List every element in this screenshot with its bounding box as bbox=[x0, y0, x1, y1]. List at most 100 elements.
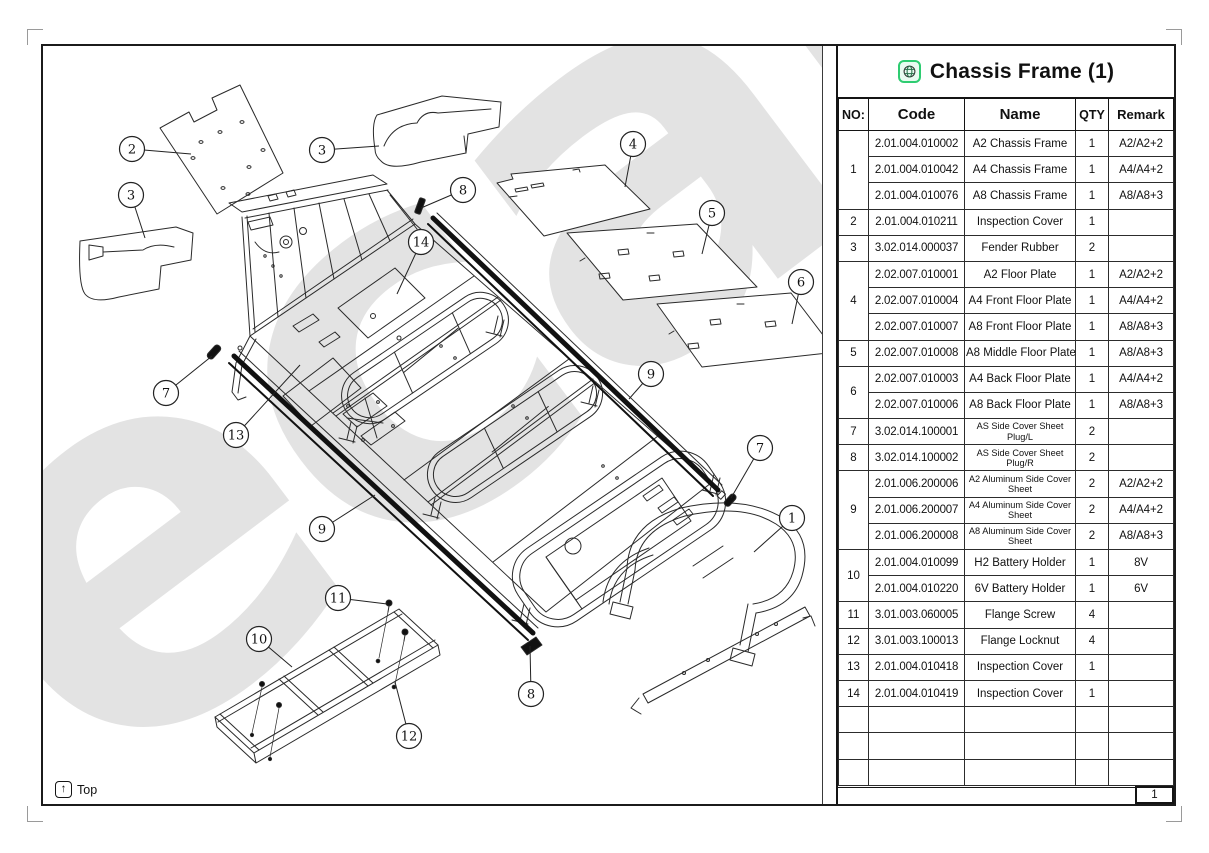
cell-qty: 2 bbox=[1075, 234, 1109, 262]
cell-qty: 1 bbox=[1075, 679, 1109, 708]
cell-name: A4 Back Floor Plate bbox=[964, 365, 1076, 393]
cell-no: 12 bbox=[838, 627, 869, 655]
empty-row bbox=[838, 758, 1174, 786]
cell-remark bbox=[1108, 627, 1174, 655]
cell-code: 3.02.014.000037 bbox=[868, 234, 965, 262]
cell-name: A2 Aluminum Side Cover Sheet bbox=[964, 470, 1076, 498]
cell-empty bbox=[838, 706, 869, 734]
callout-3: 3 bbox=[308, 136, 380, 164]
cell-no: 8 bbox=[838, 444, 869, 472]
cell-remark: A2/A2+2 bbox=[1108, 129, 1174, 158]
callout-5: 5 bbox=[698, 199, 726, 255]
table-footer-row: 1 bbox=[838, 786, 1174, 804]
cell-qty: 1 bbox=[1075, 653, 1109, 681]
table-title-row: Chassis Frame (1) bbox=[838, 46, 1174, 98]
callout-9: 9 bbox=[628, 360, 665, 400]
cell-empty bbox=[1108, 706, 1174, 734]
callout-8: 8 bbox=[517, 645, 545, 708]
cell-name: Inspection Cover bbox=[964, 653, 1076, 681]
column-header-no: NO: bbox=[838, 98, 869, 131]
cell-no: 7 bbox=[838, 418, 869, 446]
cell-no: 1 bbox=[838, 130, 869, 210]
cell-qty: 1 bbox=[1075, 129, 1109, 158]
cell-remark: A8/A8+3 bbox=[1108, 339, 1174, 367]
cell-empty bbox=[868, 732, 965, 760]
globe-icon bbox=[897, 60, 921, 83]
line-art bbox=[79, 84, 822, 764]
svg-text:7: 7 bbox=[162, 387, 170, 402]
column-header-remark: Remark bbox=[1108, 98, 1174, 131]
cell-empty bbox=[964, 706, 1076, 734]
top-badge: ↑ Top bbox=[55, 781, 97, 798]
cell-empty bbox=[964, 732, 1076, 760]
cell-remark bbox=[1108, 653, 1174, 681]
cell-code: 2.01.004.010211 bbox=[868, 208, 965, 236]
cell-no: 10 bbox=[838, 548, 869, 603]
cell-code: 3.01.003.100013 bbox=[868, 627, 965, 655]
cell-name: AS Side Cover Sheet Plug/R bbox=[964, 444, 1076, 472]
cell-code: 2.02.007.010006 bbox=[868, 391, 965, 420]
cell-qty: 4 bbox=[1075, 601, 1109, 629]
svg-text:3: 3 bbox=[318, 144, 326, 159]
cell-qty: 1 bbox=[1075, 156, 1109, 184]
cell-code: 2.01.004.010418 bbox=[868, 653, 965, 681]
callout-14: 14 bbox=[396, 228, 435, 295]
cell-name: A8 Middle Floor Plate bbox=[964, 339, 1076, 367]
column-header-name: Name bbox=[964, 98, 1076, 131]
callout-3: 3 bbox=[117, 181, 146, 239]
cell-code: 2.01.004.010419 bbox=[868, 679, 965, 708]
cell-code: 2.02.007.010008 bbox=[868, 339, 965, 367]
cell-remark bbox=[1108, 234, 1174, 262]
empty-row bbox=[838, 732, 1174, 760]
cell-name: A4 Chassis Frame bbox=[964, 156, 1076, 184]
cell-code: 3.02.014.100002 bbox=[868, 444, 965, 472]
callout-7: 7 bbox=[730, 434, 774, 499]
cell-name: A8 Back Floor Plate bbox=[964, 391, 1076, 420]
callout-8: 8 bbox=[420, 176, 477, 209]
cell-name: A2 Chassis Frame bbox=[964, 129, 1076, 158]
crop-mark-top-right bbox=[1166, 29, 1182, 45]
page-title: Chassis Frame (1) bbox=[929, 59, 1115, 83]
cell-qty: 1 bbox=[1075, 208, 1109, 236]
crop-mark-bottom-right bbox=[1166, 806, 1182, 822]
crop-mark-top-left bbox=[27, 29, 43, 45]
cell-qty: 1 bbox=[1075, 391, 1109, 420]
cell-name: A8 Aluminum Side Cover Sheet bbox=[964, 522, 1076, 551]
svg-text:5: 5 bbox=[708, 207, 716, 222]
cell-remark: A2/A2+2 bbox=[1108, 260, 1174, 289]
cell-code: 2.02.007.010001 bbox=[868, 260, 965, 289]
cell-empty bbox=[1108, 732, 1174, 760]
cell-no: 13 bbox=[838, 653, 869, 681]
cell-remark: A4/A4+2 bbox=[1108, 365, 1174, 393]
callout-1: 1 bbox=[753, 504, 806, 553]
cell-no: 3 bbox=[838, 234, 869, 262]
cell-qty: 1 bbox=[1075, 287, 1109, 315]
cell-name: Inspection Cover bbox=[964, 679, 1076, 708]
cell-qty: 1 bbox=[1075, 365, 1109, 393]
cell-code: 2.01.004.010002 bbox=[868, 129, 965, 158]
cell-remark: A8/A8+3 bbox=[1108, 522, 1174, 551]
cell-empty bbox=[964, 758, 1076, 786]
cell-name: Flange Locknut bbox=[964, 627, 1076, 655]
callout-6: 6 bbox=[787, 268, 815, 325]
cell-remark bbox=[1108, 679, 1174, 708]
cell-code: 2.01.004.010099 bbox=[868, 548, 965, 577]
cell-code: 2.02.007.010007 bbox=[868, 313, 965, 341]
